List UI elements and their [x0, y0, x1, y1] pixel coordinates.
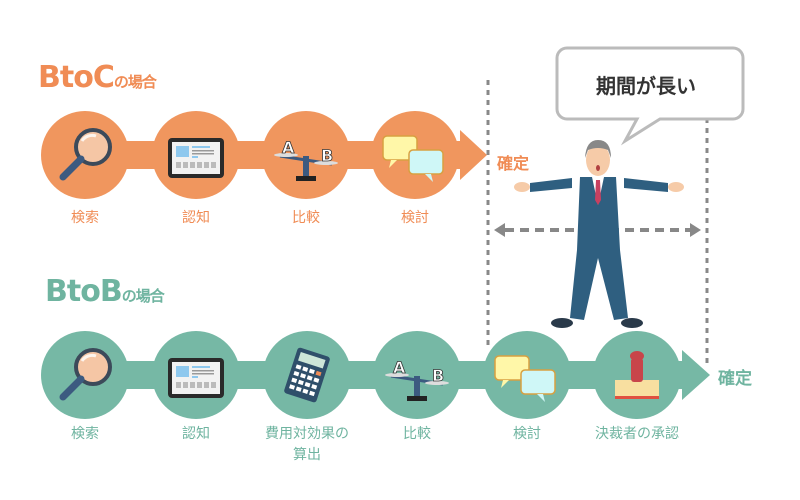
arrow-left-icon: [494, 223, 505, 237]
btob-step-label: 検索: [71, 426, 99, 442]
btob-step-label: 認知: [182, 426, 210, 442]
speech-bubble: [555, 46, 745, 146]
businessman-illustration: [514, 140, 684, 328]
btob-title-main: BtoB: [45, 274, 123, 309]
btob-end-label: 確定: [718, 369, 752, 389]
btob-step-label: 比較: [403, 426, 431, 442]
btoc-step-label: 検索: [71, 210, 99, 226]
btoc-step-label: 認知: [182, 210, 210, 226]
btob-step-label: 決裁者の承認: [595, 426, 679, 442]
btoc-title: BtoCの場合: [38, 60, 157, 95]
btob-step-label-line1: 費用対効果の: [265, 426, 349, 442]
btoc-step-label: 検討: [401, 210, 429, 226]
speech-bubble-text: 期間が長い: [596, 74, 696, 98]
btob-step-label: 検討: [513, 426, 541, 442]
btob-step-label-line2: 算出: [293, 447, 321, 463]
arrow-right-icon: [690, 223, 701, 237]
btoc-end-label: 確定: [497, 154, 530, 173]
tablet-icon: [168, 358, 224, 398]
btoc-title-main: BtoC: [38, 60, 115, 95]
btoc-step-label: 比較: [292, 210, 320, 226]
btoc-title-suffix: の場合: [113, 73, 157, 91]
tablet-icon: [168, 138, 224, 178]
btob-title-suffix: の場合: [121, 287, 165, 305]
btob-title: BtoBの場合: [45, 274, 165, 309]
btob-step-label: 費用対効果の算出: [252, 424, 362, 466]
